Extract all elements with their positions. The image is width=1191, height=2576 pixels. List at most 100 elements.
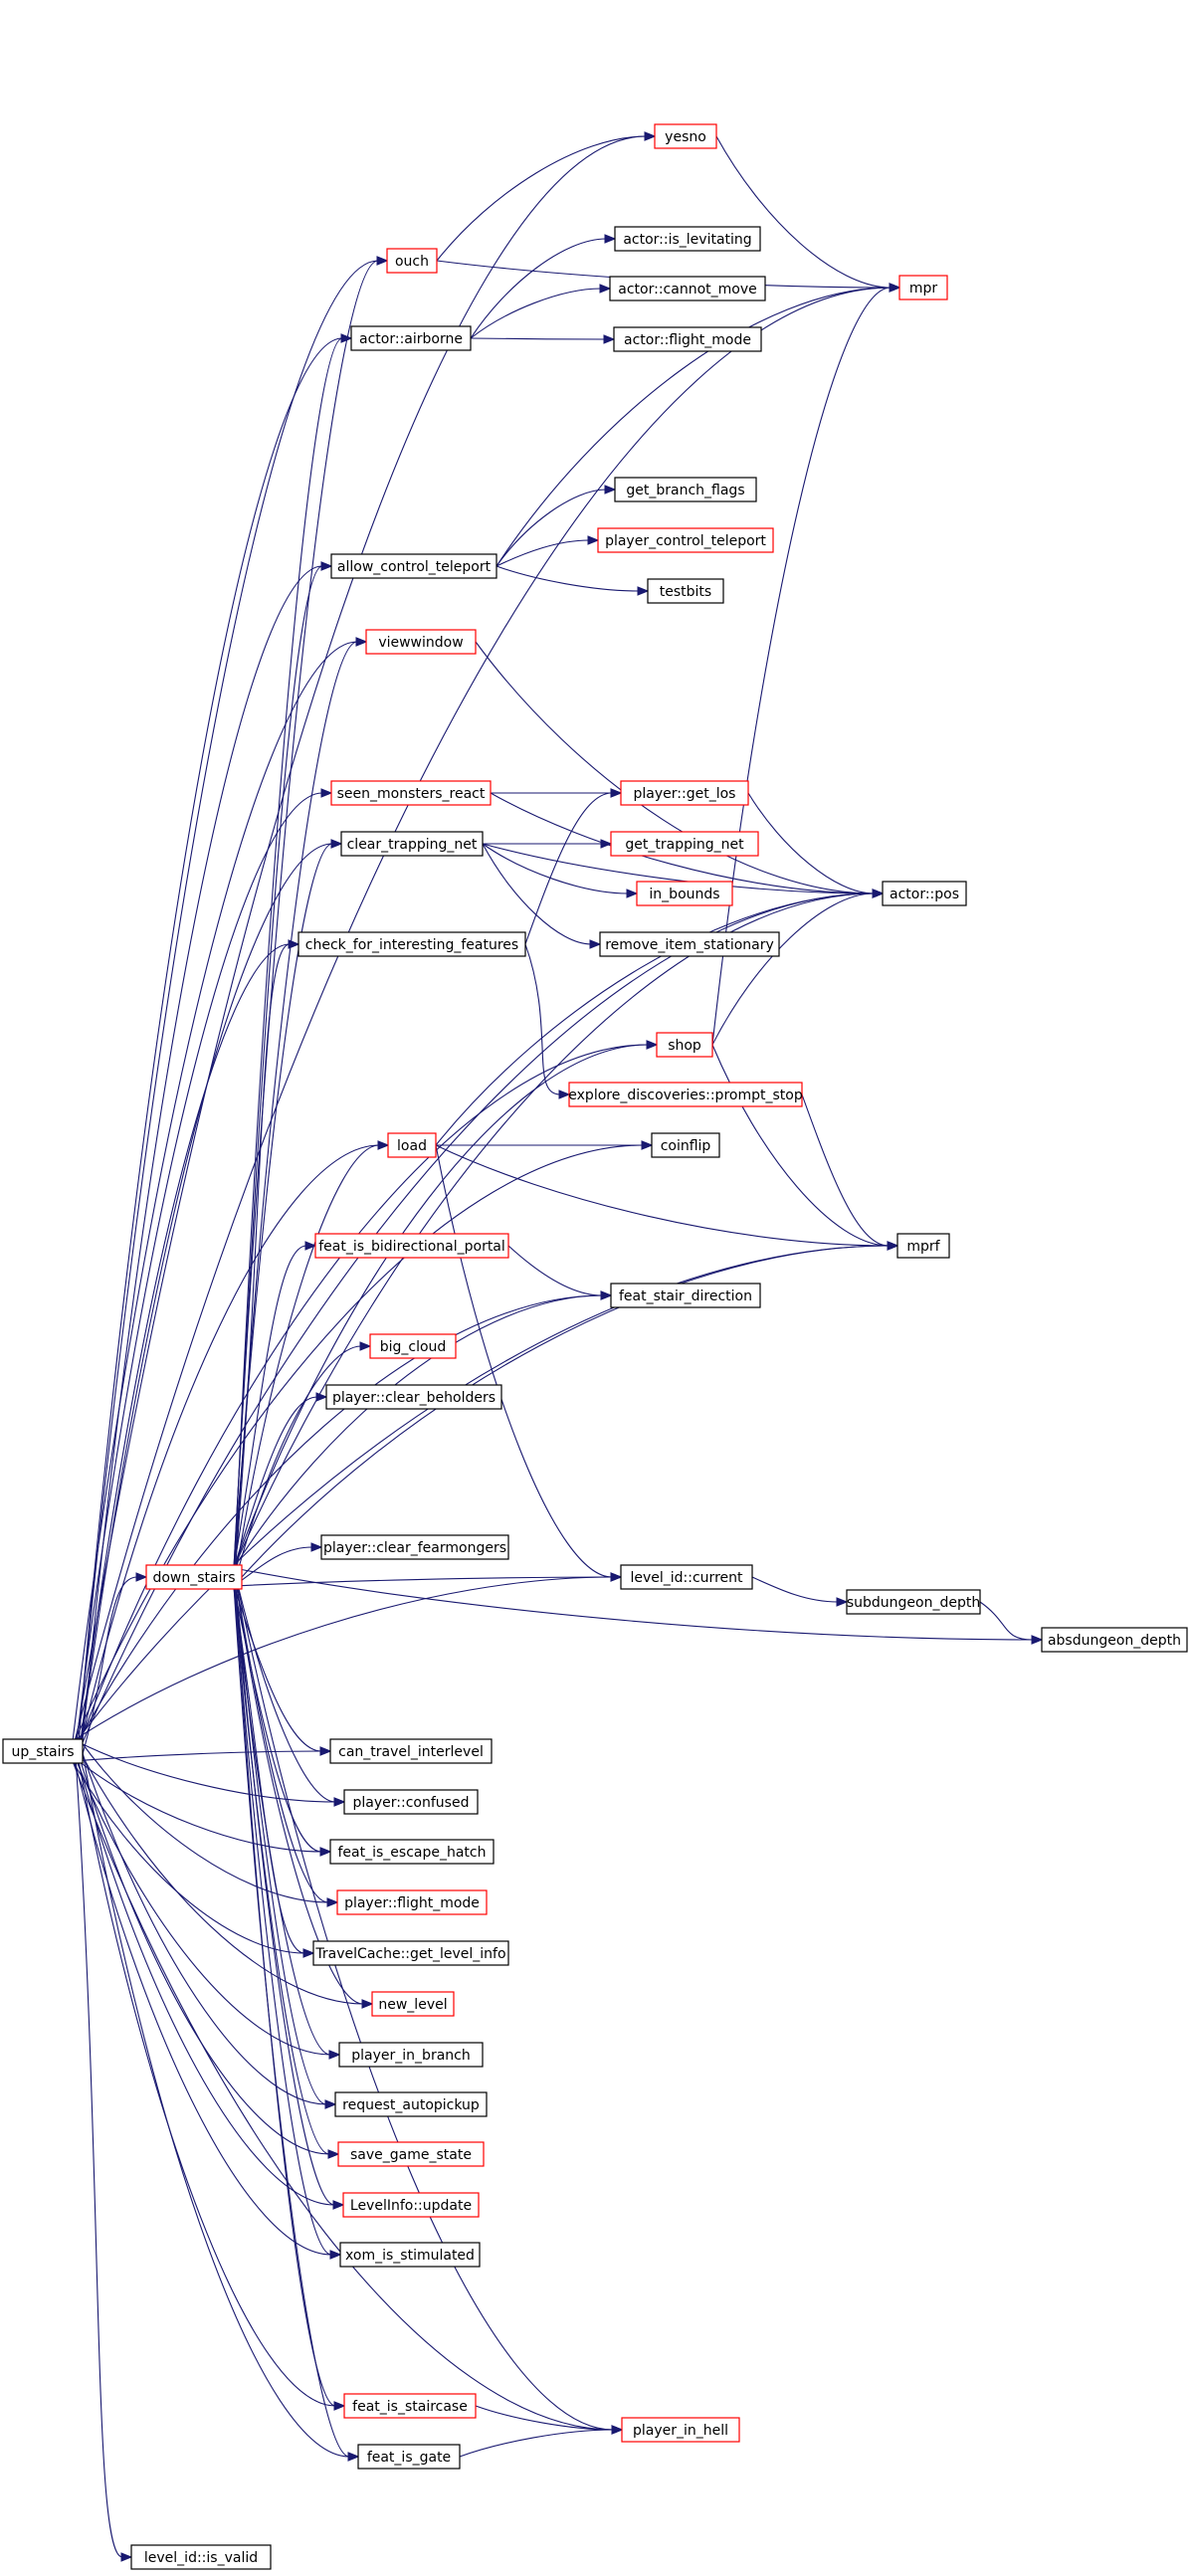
node-coinflip[interactable]: coinflip: [651, 1132, 720, 1158]
node-player-confused[interactable]: player::confused: [343, 1789, 479, 1815]
node-label: coinflip: [661, 1138, 711, 1154]
node-flight-mode-a[interactable]: actor::flight_mode: [613, 326, 762, 352]
node-seen-monsters-react[interactable]: seen_monsters_react: [330, 780, 492, 806]
edge-ouch-to-yesno: [436, 131, 657, 262]
edge-down_stairs-to-player_flight_mode: [233, 1567, 339, 1907]
node-box: [620, 1564, 753, 1590]
edge-up_stairs-to-clear_trapping_net: [78, 839, 343, 1762]
node-load[interactable]: load: [387, 1132, 437, 1158]
node-levelinfo-update[interactable]: LevelInfo::update: [342, 2192, 480, 2218]
edge-up_stairs-to-mpr: [74, 283, 901, 1742]
arrowhead: [320, 788, 333, 798]
node-label: feat_is_staircase: [352, 2399, 468, 2415]
node-clear-trapping-net[interactable]: clear_trapping_net: [340, 831, 484, 857]
node-player-flight-mode[interactable]: player::flight_mode: [336, 1889, 488, 1915]
node-label: viewwindow: [378, 635, 463, 651]
node-player-get-los[interactable]: player::get_los: [620, 780, 749, 806]
node-down-stairs[interactable]: down_stairs: [145, 1564, 243, 1590]
node-testbits[interactable]: testbits: [647, 578, 724, 604]
edge-down_stairs-to-new_level: [233, 1567, 374, 2009]
node-box: [325, 1384, 502, 1410]
node-prompt-stop[interactable]: explore_discoveries::prompt_stop: [568, 1082, 803, 1107]
node-label: seen_monsters_react: [337, 786, 486, 802]
node-new-level[interactable]: new_level: [371, 1991, 455, 2017]
node-xom-is-stimulated[interactable]: xom_is_stimulated: [339, 2242, 481, 2268]
node-viewwindow[interactable]: viewwindow: [365, 629, 477, 655]
node-in-bounds[interactable]: in_bounds: [636, 881, 733, 906]
arrowhead: [120, 2552, 133, 2562]
node-label: down_stairs: [152, 1570, 235, 1586]
edge-down_stairs-to-save_game_state: [233, 1585, 340, 2159]
node-player-in-branch[interactable]: player_in_branch: [338, 2042, 484, 2068]
edge-airborne-to-cannot_move: [470, 284, 612, 339]
node-label: get_trapping_net: [625, 837, 744, 853]
arrowhead: [330, 839, 343, 849]
node-box: [330, 780, 492, 806]
node-clear-fearmongers[interactable]: player::clear_fearmongers: [320, 1534, 509, 1560]
arrowhead: [327, 2149, 340, 2159]
node-box: [599, 931, 780, 957]
node-airborne[interactable]: actor::airborne: [350, 325, 472, 351]
arrowhead: [319, 1847, 332, 1857]
node-clear-beholders[interactable]: player::clear_beholders: [325, 1384, 502, 1410]
node-actor-pos[interactable]: actor::pos: [882, 881, 967, 906]
node-label: feat_is_bidirectional_portal: [318, 1239, 505, 1255]
node-label: load: [397, 1138, 427, 1154]
node-big-cloud[interactable]: big_cloud: [369, 1333, 457, 1359]
node-player-in-hell[interactable]: player_in_hell: [621, 2417, 740, 2443]
node-level-id-current[interactable]: level_id::current: [620, 1564, 753, 1590]
edge-yesno-to-mpr: [715, 135, 901, 293]
node-check-for-interesting-features[interactable]: check_for_interesting_features: [298, 931, 526, 957]
node-up-stairs[interactable]: up_stairs: [2, 1738, 84, 1764]
node-feat-stair-direction[interactable]: feat_stair_direction: [610, 1283, 761, 1308]
arrowhead: [872, 889, 885, 898]
node-label: actor::pos: [890, 887, 959, 902]
node-get-branch-flags[interactable]: get_branch_flags: [614, 477, 757, 502]
arrowhead: [600, 1290, 613, 1300]
node-feat-is-escape-hatch[interactable]: feat_is_escape_hatch: [329, 1839, 495, 1865]
node-feat-is-gate[interactable]: feat_is_gate: [357, 2444, 461, 2470]
node-box: [614, 226, 761, 252]
node-label: actor::is_levitating: [623, 232, 751, 248]
edge-down_stairs-to-absdungeon_depth: [233, 1567, 1044, 1645]
node-mprf[interactable]: mprf: [896, 1233, 950, 1259]
node-request-autopickup[interactable]: request_autopickup: [334, 2091, 488, 2117]
node-label: level_id::is_valid: [144, 2550, 258, 2566]
node-box: [846, 1589, 981, 1615]
edge-clear_trapping_net-to-get_trapping_net: [483, 839, 613, 849]
arrowhead: [1031, 1635, 1044, 1645]
edge-feat_is_gate-to-player_in_hell: [459, 2425, 624, 2458]
node-box: [636, 881, 733, 906]
node-mpr[interactable]: mpr: [898, 275, 948, 300]
node-box: [350, 325, 472, 351]
node-get-trapping-net[interactable]: get_trapping_net: [610, 831, 759, 857]
node-box: [342, 2192, 480, 2218]
node-feat-is-bidirectional-portal[interactable]: feat_is_bidirectional_portal: [314, 1233, 509, 1259]
arrowhead: [302, 1948, 315, 1958]
node-feat-is-staircase[interactable]: feat_is_staircase: [343, 2393, 477, 2419]
arrowhead: [326, 1897, 339, 1907]
node-yesno[interactable]: yesno: [654, 123, 717, 149]
node-subdungeon-depth[interactable]: subdungeon_depth: [846, 1589, 981, 1615]
node-is-levitating[interactable]: actor::is_levitating: [614, 226, 761, 252]
node-label: player::clear_fearmongers: [323, 1540, 506, 1556]
node-label: explore_discoveries::prompt_stop: [568, 1088, 803, 1103]
node-remove-item-stationary[interactable]: remove_item_stationary: [599, 931, 780, 957]
edge-down_stairs-to-request_autopickup: [233, 1567, 337, 2109]
node-cannot-move[interactable]: actor::cannot_move: [609, 276, 766, 301]
arrowhead: [376, 256, 389, 266]
node-label: clear_trapping_net: [347, 837, 478, 853]
node-absdungeon-depth[interactable]: absdungeon_depth: [1041, 1627, 1188, 1653]
node-box: [329, 1738, 493, 1764]
node-save-game-state[interactable]: save_game_state: [337, 2141, 485, 2167]
node-get-level-info[interactable]: TravelCache::get_level_info: [312, 1940, 509, 1966]
node-ouch[interactable]: ouch: [386, 248, 438, 274]
node-can-travel-interlevel[interactable]: can_travel_interlevel: [329, 1738, 493, 1764]
node-player-control-teleport[interactable]: player_control_teleport: [597, 527, 774, 553]
node-shop[interactable]: shop: [656, 1032, 713, 1058]
node-label: actor::airborne: [359, 331, 463, 347]
node-level-id-is-valid[interactable]: level_id::is_valid: [130, 2544, 272, 2570]
node-allow-control-teleport[interactable]: allow_control_teleport: [330, 553, 497, 579]
arrowhead: [599, 284, 612, 294]
